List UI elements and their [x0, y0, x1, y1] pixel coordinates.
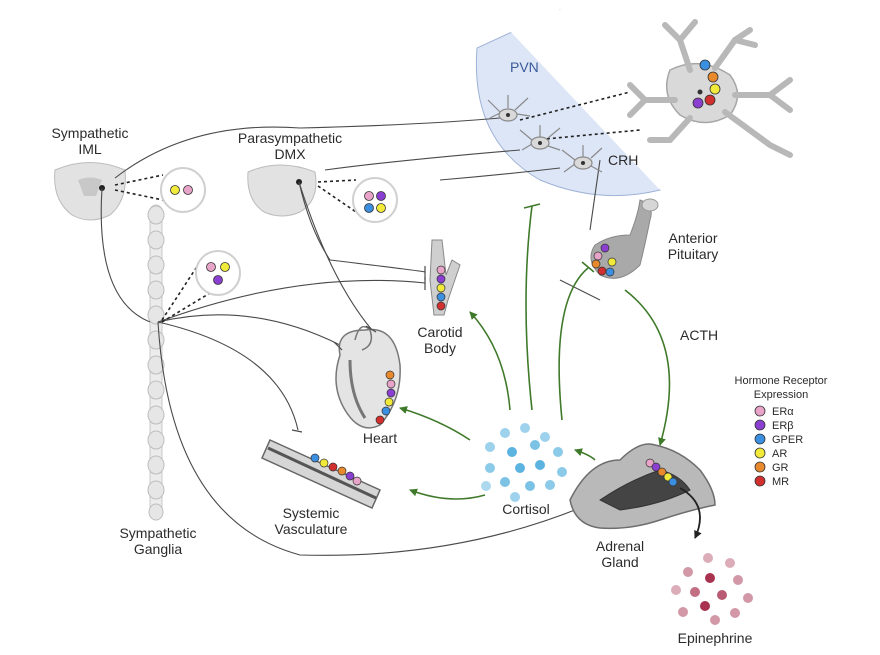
legend-label: ERα [772, 406, 794, 418]
sympathetic-ganglia-chain [147, 204, 165, 521]
legend-label: GPER [772, 434, 803, 446]
label-pvn: PVN [510, 59, 539, 75]
legend-label: MR [772, 476, 789, 488]
callout-iml [160, 167, 206, 213]
label-sympathetic-ganglia: Sympathetic [119, 525, 196, 541]
label-vasculature: Vasculature [275, 521, 348, 537]
label-gland: Gland [601, 554, 638, 570]
callout-ganglia [195, 250, 241, 296]
pvn-neurons [487, 95, 603, 173]
heart [335, 325, 401, 429]
epinephrine-molecules [671, 553, 753, 625]
label-acth: ACTH [680, 327, 718, 343]
legend-swatch [754, 475, 766, 487]
parasympathetic-dmx-brainstem [247, 164, 317, 217]
label-anterior: Anterior [668, 230, 717, 246]
label-body: Body [424, 340, 456, 356]
adrenal-gland [569, 443, 716, 530]
nerve-terminals [291, 266, 426, 433]
cortisol-arrows [399, 203, 671, 500]
label-ganglia: Ganglia [134, 541, 182, 557]
label-parasympathetic: Parasympathetic [238, 130, 342, 146]
label-iml: IML [78, 141, 102, 157]
legend-swatch [754, 433, 766, 445]
label-cortisol: Cortisol [502, 501, 549, 517]
legend-swatch [754, 405, 766, 417]
label-carotid: Carotid [417, 324, 462, 340]
label-epinephrine: Epinephrine [678, 630, 753, 646]
carotid-body [429, 239, 461, 316]
nerve-lines [100, 117, 611, 556]
dashed-callouts [114, 91, 641, 323]
callout-dmx [352, 177, 398, 223]
label-heart: Heart [363, 430, 397, 446]
cortisol-molecules [481, 423, 567, 502]
sympathetic-iml-spinal-cord [54, 162, 126, 221]
pvn-neuron-detail [627, 19, 793, 158]
label-adrenal: Adrenal [596, 538, 644, 554]
label-systemic: Systemic [283, 505, 340, 521]
legend-subtitle: Expression [754, 389, 808, 401]
legend-label: AR [772, 448, 787, 460]
epinephrine-arrow [679, 487, 702, 539]
label-pituitary: Pituitary [668, 246, 719, 262]
legend-swatch [754, 419, 766, 431]
legend-label: GR [772, 462, 789, 474]
legend-title: Hormone Receptor [735, 375, 828, 387]
legend-swatch [754, 447, 766, 459]
legend-label: ERβ [772, 420, 794, 432]
label-sympathetic: Sympathetic [51, 125, 128, 141]
systemic-vasculature [261, 439, 381, 509]
anterior-pituitary [590, 198, 659, 279]
legend-swatch [754, 461, 766, 473]
label-crh: CRH [608, 152, 638, 168]
label-dmx: DMX [274, 146, 306, 162]
